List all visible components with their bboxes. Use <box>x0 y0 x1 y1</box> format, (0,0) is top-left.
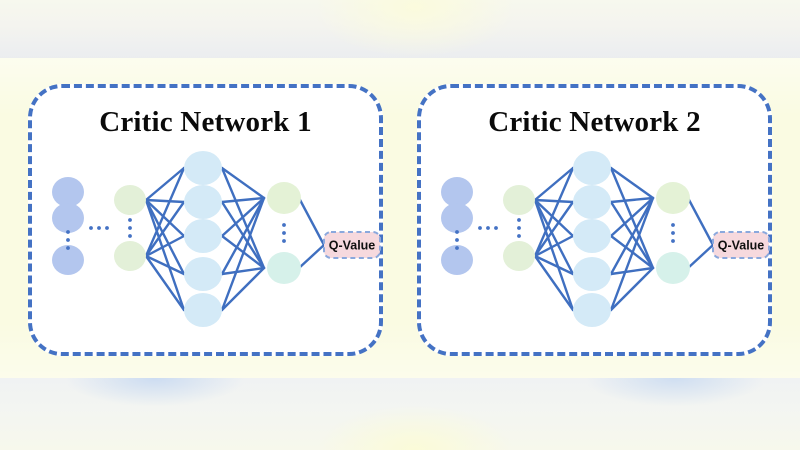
network-graphic-1: Q-Value <box>32 150 387 358</box>
critic-network-1-panel[interactable]: Critic Network 1 Q-Value <box>28 84 383 356</box>
network-edges <box>533 166 715 312</box>
network-nodes <box>52 151 301 327</box>
critic-network-2-panel[interactable]: Critic Network 2 Q-Value <box>417 84 772 356</box>
background-bottom-warm-glow <box>300 378 530 450</box>
background-bottom-blue-left <box>40 378 270 438</box>
background-bottom-blue-right <box>560 378 790 438</box>
network-edges <box>144 166 326 312</box>
network-ellipses <box>455 218 675 250</box>
network-graphic-2: Q-Value <box>421 150 776 358</box>
page-title: Critic Network 1 <box>99 106 312 138</box>
q-value-output-box: Q-Value <box>712 231 770 259</box>
network-nodes <box>441 151 690 327</box>
page-title: Critic Network 2 <box>488 106 701 138</box>
network-ellipses <box>66 218 286 250</box>
q-value-label: Q-Value <box>329 239 376 253</box>
q-value-output-box: Q-Value <box>323 231 381 259</box>
q-value-label: Q-Value <box>718 239 765 253</box>
